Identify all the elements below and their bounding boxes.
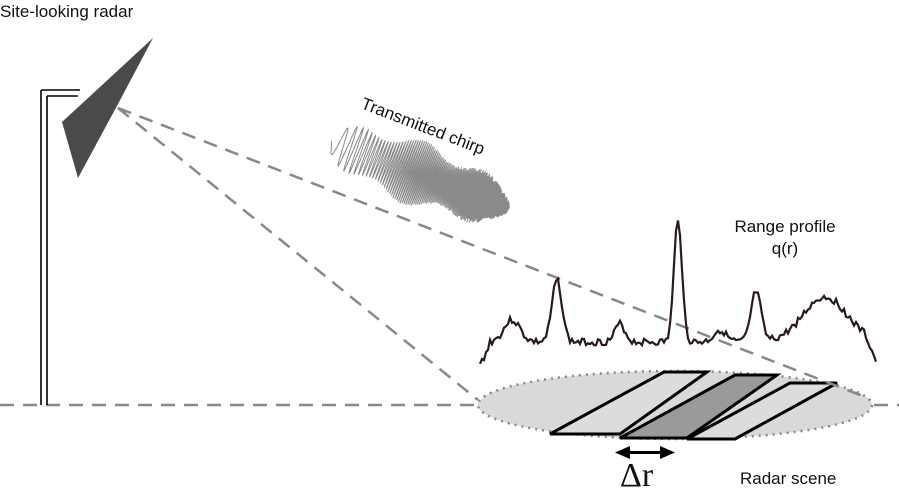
- chirp-signal: [330, 125, 511, 223]
- delta-r-arrow: [615, 446, 675, 459]
- delta-r-label: Δr: [620, 457, 654, 489]
- range-profile-symbol: q(r): [772, 239, 798, 258]
- radar-scene-label: Radar scene: [740, 469, 836, 488]
- transmitted-chirp-waveform: [330, 125, 511, 223]
- range-profile-label: Range profile: [734, 217, 835, 236]
- radar-label: Site-looking radar: [0, 2, 134, 21]
- radar-antenna-panel: [62, 38, 153, 178]
- beam-upper-edge: [117, 106, 869, 400]
- range-bin-strip: [549, 370, 712, 436]
- range-bin-strip: [686, 381, 838, 441]
- beam-lower-edge: [117, 107, 479, 401]
- radar-mast: [40, 89, 80, 405]
- range-profile-curve: [478, 220, 878, 365]
